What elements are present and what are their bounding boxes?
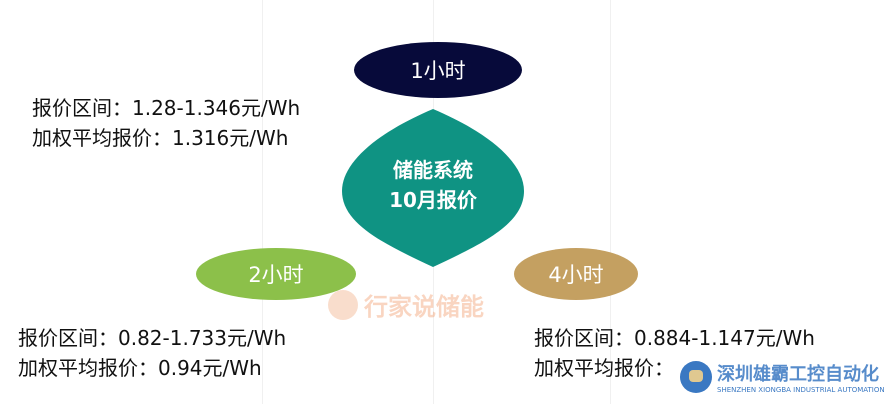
watermark: 行家说储能 [328,287,484,322]
mascot-icon [680,361,712,393]
duration-2h-oval: 2小时 [196,248,356,300]
center-title-line1: 储能系统 [393,158,473,182]
watermark-text: 行家说储能 [364,293,484,321]
duration-1h-oval: 1小时 [354,42,522,98]
guide-line [610,0,611,404]
logo-cn: 深圳雄霸工控自动化 [717,364,879,385]
duration-label: 1小时 [410,59,466,83]
duration-label: 4小时 [548,263,604,287]
price-2h: 报价区间：0.82-1.733元/Wh 加权平均报价：0.94元/Wh [18,323,286,383]
weighted-price: 加权平均报价：1.316元/Wh [32,126,289,150]
center-title: 储能系统 10月报价 [342,155,524,215]
duration-label: 2小时 [248,263,304,287]
weighted-price: 加权平均报价： [534,356,674,380]
price-range: 报价区间：0.82-1.733元/Wh [18,326,287,350]
watermark-icon [328,289,358,320]
price-1h: 报价区间：1.28-1.346元/Wh 加权平均报价：1.316元/Wh [32,93,300,153]
price-4h: 报价区间：0.884-1.147元/Wh 加权平均报价： [534,323,815,383]
weighted-price: 加权平均报价：0.94元/Wh [18,356,262,380]
price-range: 报价区间：1.28-1.346元/Wh [32,96,301,120]
logo-en: SHENZHEN XIONGBA INDUSTRIAL AUTOMATION [717,386,885,394]
duration-4h-oval: 4小时 [514,248,638,300]
company-logo: 深圳雄霸工控自动化 SHENZHEN XIONGBA INDUSTRIAL AU… [680,360,885,394]
guide-line [262,0,263,404]
center-title-line2: 10月报价 [389,188,477,212]
center-leaf-shape [342,109,524,267]
price-range: 报价区间：0.884-1.147元/Wh [534,326,815,350]
